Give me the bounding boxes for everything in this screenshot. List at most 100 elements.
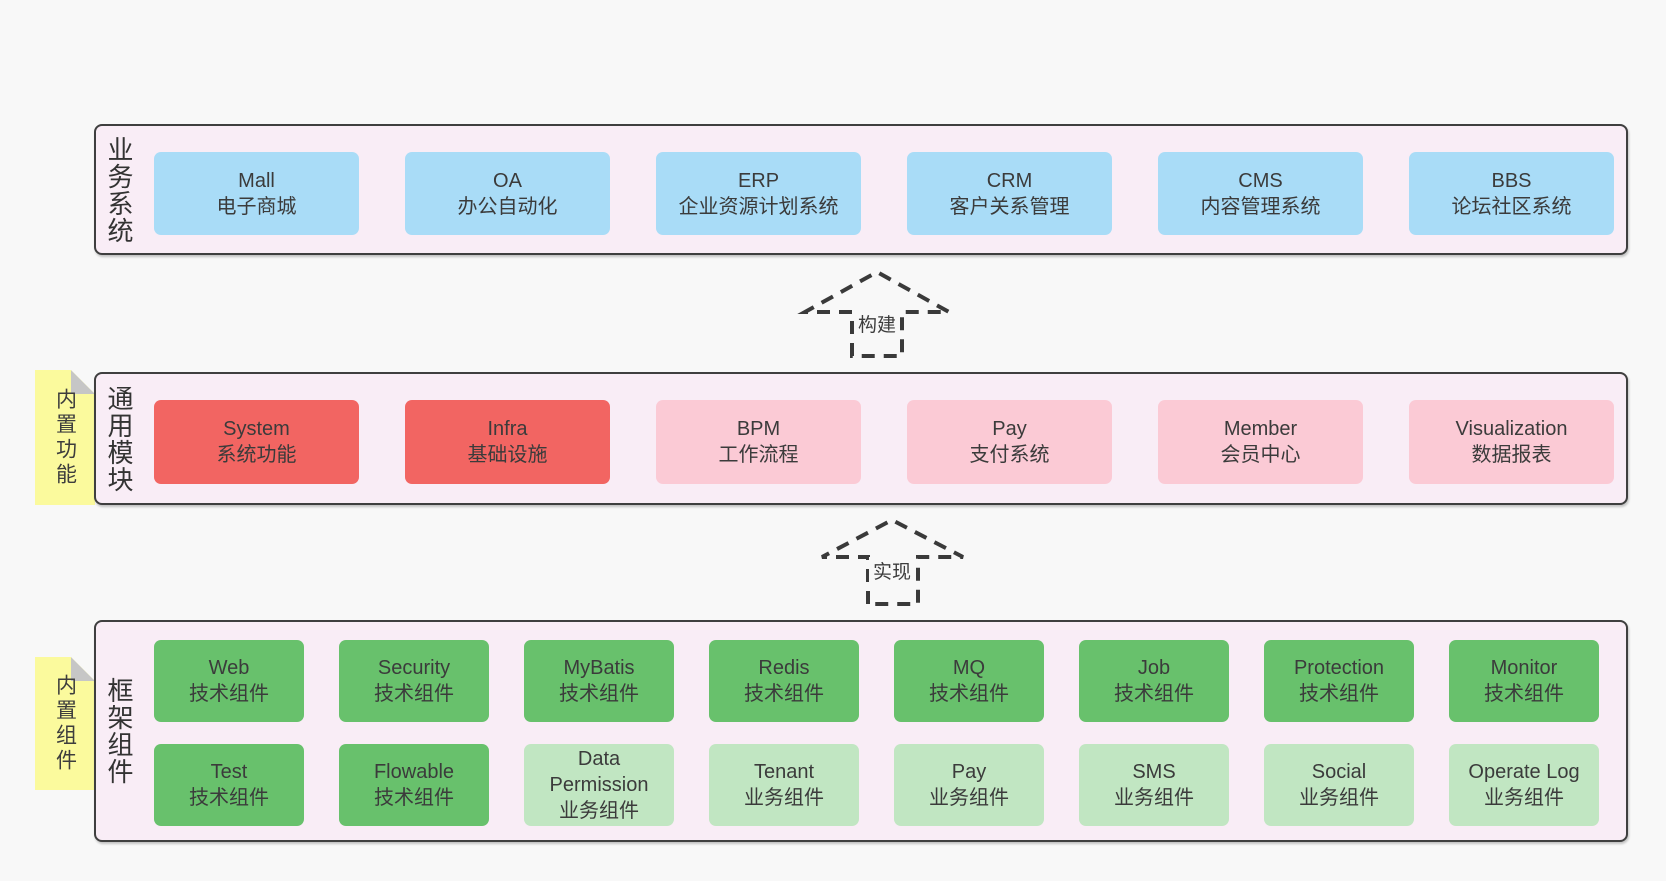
box-system: System 系统功能 <box>154 400 359 484</box>
box-title: Visualization <box>1455 418 1568 440</box>
box-subtitle: 业务组件 <box>1114 787 1194 809</box>
box-title: MyBatis <box>563 657 635 679</box>
box-infra: Infra 基础设施 <box>405 400 610 484</box>
box-subtitle: 支付系统 <box>969 444 1050 466</box>
box-member: Member 会员中心 <box>1158 400 1363 484</box>
box-title: BBS <box>1491 169 1532 192</box>
sticky-tab-label: 内置功能 <box>53 387 77 488</box>
box-mybatis: MyBatis 技术组件 <box>524 640 674 722</box>
box-subtitle: 论坛社区系统 <box>1451 195 1572 218</box>
box-operate-log: Operate Log 业务组件 <box>1449 744 1599 826</box>
box-title: Mall <box>238 169 275 192</box>
box-flowable: Flowable 技术组件 <box>339 744 489 826</box>
box-job: Job 技术组件 <box>1079 640 1229 722</box>
box-subtitle: 系统功能 <box>216 444 297 466</box>
box-web: Web 技术组件 <box>154 640 304 722</box>
common-modules-container: 通用模块 System 系统功能 Infra 基础设施 BPM 工作流程 Pay… <box>94 372 1628 505</box>
box-subtitle: 电子商城 <box>216 195 297 218</box>
box-mq: MQ 技术组件 <box>894 640 1044 722</box>
box-subtitle: 技术组件 <box>189 787 269 809</box>
box-title: Job <box>1137 657 1171 679</box>
box-subtitle: 业务组件 <box>1299 787 1379 809</box>
box-tenant: Tenant 业务组件 <box>709 744 859 826</box>
box-subtitle: 业务组件 <box>744 787 824 809</box>
box-data-permission: Data Permission 业务组件 <box>524 744 674 826</box>
box-subtitle: 技术组件 <box>374 683 454 705</box>
box-title: Data Permission <box>549 748 649 796</box>
box-protection: Protection 技术组件 <box>1264 640 1414 722</box>
box-test: Test 技术组件 <box>154 744 304 826</box>
box-subtitle: 技术组件 <box>374 787 454 809</box>
box-social: Social 业务组件 <box>1264 744 1414 826</box>
box-title: Pay <box>992 418 1027 440</box>
box-title: Test <box>210 761 248 783</box>
framework-components-container: 框架组件 Web 技术组件 Security 技术组件 MyBatis 技术组件… <box>94 620 1628 842</box>
box-title: Web <box>208 657 250 679</box>
up-arrow-dashed-build <box>797 269 957 358</box>
box-bpm: BPM 工作流程 <box>656 400 861 484</box>
box-visualization: Visualization 数据报表 <box>1409 400 1614 484</box>
layer-label-framework-components: 框架组件 <box>104 677 134 785</box>
box-subtitle: 企业资源计划系统 <box>678 195 839 218</box>
box-subtitle: 技术组件 <box>744 683 824 705</box>
box-pay: Pay 支付系统 <box>907 400 1112 484</box>
box-erp: ERP 企业资源计划系统 <box>656 152 861 235</box>
box-redis: Redis 技术组件 <box>709 640 859 722</box>
box-subtitle: 业务组件 <box>559 800 639 822</box>
sticky-tab-builtin-features: 内置功能 <box>35 370 95 505</box>
common-modules-row: System 系统功能 Infra 基础设施 BPM 工作流程 Pay 支付系统… <box>154 400 1614 484</box>
business-systems-row: Mall 电子商城 OA 办公自动化 ERP 企业资源计划系统 CRM 客户关系… <box>154 152 1614 235</box>
box-title: Social <box>1311 761 1367 783</box>
box-subtitle: 办公自动化 <box>457 195 558 218</box>
box-title: Operate Log <box>1468 761 1580 783</box>
implement-arrow-label: 实现 <box>868 557 916 584</box>
box-subtitle: 客户关系管理 <box>949 195 1070 218</box>
box-title: Pay <box>951 761 987 783</box>
box-subtitle: 技术组件 <box>929 683 1009 705</box>
box-title: Flowable <box>373 761 455 783</box>
box-title: Member <box>1223 418 1298 440</box>
box-title: Infra <box>487 418 528 440</box>
framework-components-row-2: Test 技术组件 Flowable 技术组件 Data Permission … <box>154 744 1599 826</box>
box-subtitle: 数据报表 <box>1471 444 1552 466</box>
business-systems-container: 业务系统 Mall 电子商城 OA 办公自动化 ERP 企业资源计划系统 CRM… <box>94 124 1628 255</box>
box-cms: CMS 内容管理系统 <box>1158 152 1363 235</box>
box-title: BPM <box>736 418 781 440</box>
box-subtitle: 技术组件 <box>1114 683 1194 705</box>
box-subtitle: 会员中心 <box>1220 444 1301 466</box>
box-title: CRM <box>986 169 1033 192</box>
box-subtitle: 内容管理系统 <box>1200 195 1321 218</box>
box-sms: SMS 业务组件 <box>1079 744 1229 826</box>
box-title: System <box>223 418 290 440</box>
box-subtitle: 技术组件 <box>559 683 639 705</box>
box-crm: CRM 客户关系管理 <box>907 152 1112 235</box>
up-arrow-dashed-implement <box>821 517 964 606</box>
box-title: Monitor <box>1490 657 1558 679</box>
box-subtitle: 技术组件 <box>1484 683 1564 705</box>
sticky-tab-label: 内置组件 <box>53 673 77 774</box>
box-subtitle: 业务组件 <box>1484 787 1564 809</box>
box-title: SMS <box>1132 761 1176 783</box>
box-title: Tenant <box>753 761 815 783</box>
box-security: Security 技术组件 <box>339 640 489 722</box>
box-monitor: Monitor 技术组件 <box>1449 640 1599 722</box>
box-mall: Mall 电子商城 <box>154 152 359 235</box>
box-title: Redis <box>758 657 810 679</box>
box-title: ERP <box>737 169 780 192</box>
box-title: MQ <box>952 657 986 679</box>
box-subtitle: 工作流程 <box>718 444 799 466</box>
box-subtitle: 技术组件 <box>1299 683 1379 705</box>
box-subtitle: 基础设施 <box>467 444 548 466</box>
box-bbs: BBS 论坛社区系统 <box>1409 152 1614 235</box>
box-pay-biz: Pay 业务组件 <box>894 744 1044 826</box>
sticky-tab-builtin-components: 内置组件 <box>35 657 95 790</box>
layer-label-business-systems: 业务系统 <box>104 135 134 244</box>
box-subtitle: 技术组件 <box>189 683 269 705</box>
box-title: OA <box>493 169 522 192</box>
layer-label-common-modules: 通用模块 <box>104 384 134 493</box>
framework-components-row-1: Web 技术组件 Security 技术组件 MyBatis 技术组件 Redi… <box>154 640 1599 722</box>
build-arrow-label: 构建 <box>853 310 901 337</box>
box-title: Protection <box>1293 657 1385 679</box>
box-title: Security <box>377 657 451 679</box>
